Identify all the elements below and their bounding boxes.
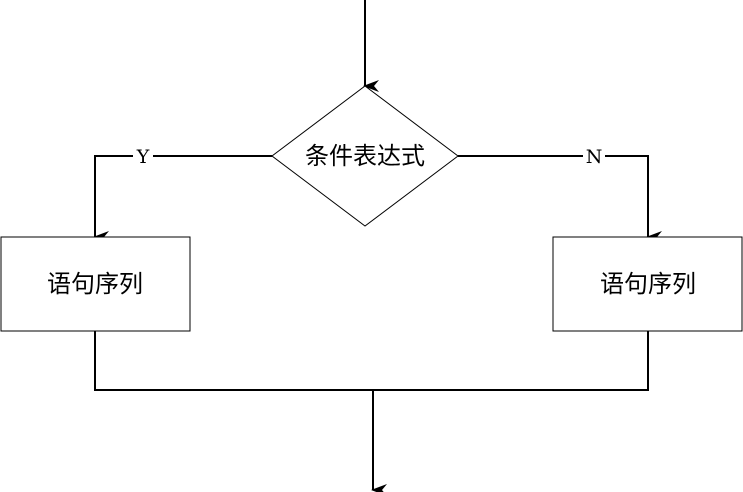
no-process-box xyxy=(552,236,743,332)
merge-connector xyxy=(94,331,649,391)
no-branch-connector xyxy=(458,155,662,243)
yes-branch-label: Y xyxy=(136,146,150,168)
yes-branch-connector xyxy=(93,155,272,243)
no-branch-label: N xyxy=(586,146,603,168)
decision-diamond xyxy=(271,85,459,227)
yes-process-label: 语句序列 xyxy=(47,270,143,298)
decision-label: 条件表达式 xyxy=(305,142,425,170)
no-process-label: 语句序列 xyxy=(600,270,696,298)
